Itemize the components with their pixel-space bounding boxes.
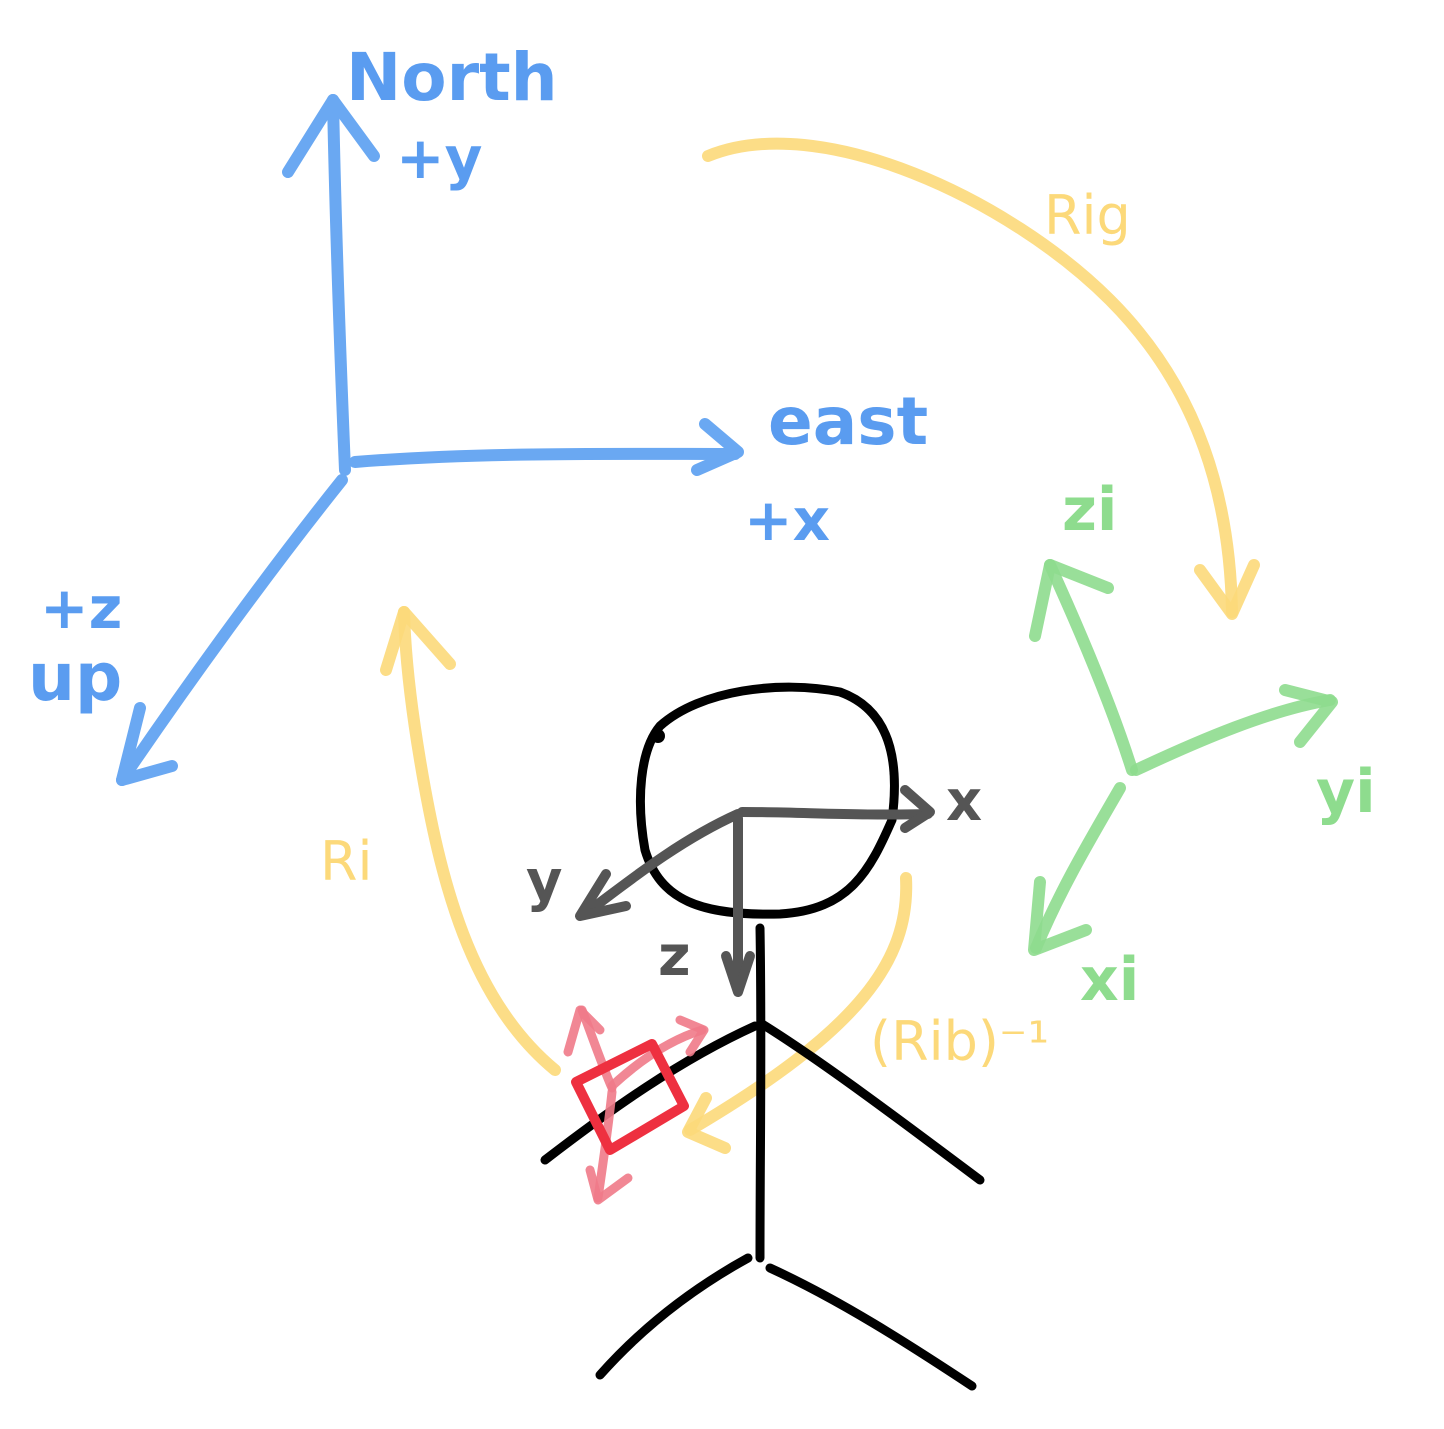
body-z-arrowhead (721, 951, 755, 997)
imu-y-axis (1130, 694, 1336, 776)
imu-z-axis (1044, 559, 1138, 776)
rib-inverse-rotation-arrow (684, 872, 913, 1136)
imu-z-label: zi (1062, 475, 1118, 545)
right-arm (540, 1021, 760, 1165)
sensor-down-arrowhead (585, 1165, 633, 1205)
body-x-arrowhead (900, 785, 935, 833)
rotation-arrows: Rig Ri (Rib)⁻¹ (320, 137, 1260, 1154)
stick-figure (540, 682, 985, 1391)
sensor-right-arrowhead (675, 1015, 709, 1057)
rig-label: Rig (1044, 184, 1131, 247)
north-label: North (346, 39, 558, 116)
body-x-axis (737, 807, 933, 820)
body-y-axis (580, 809, 743, 919)
left-leg (765, 1263, 977, 1391)
north-y-label: +y (396, 124, 482, 192)
rig-arrowhead (1194, 559, 1260, 620)
sensor-up-arrowhead (563, 1005, 605, 1057)
up-axis (116, 474, 348, 786)
body-z-label: z (658, 924, 691, 989)
body-x-label: x (946, 769, 982, 834)
east-axis (349, 447, 741, 468)
imu-x-label: xi (1080, 945, 1139, 1015)
right-leg (595, 1253, 753, 1380)
body-y-arrowhead (575, 869, 631, 921)
ri-rotation-arrow (398, 606, 561, 1076)
imu-frame: zi yi xi (1028, 475, 1376, 1015)
body-y-label: y (526, 849, 563, 914)
east-label: east (768, 383, 928, 460)
east-x-label: +x (744, 486, 830, 554)
up-z-label: +z (40, 574, 122, 642)
rib-inverse-arrowhead (682, 1092, 731, 1154)
up-label: up (28, 639, 122, 716)
north-axis (327, 94, 351, 476)
imu-x-arrowhead (1028, 876, 1092, 956)
imu-z-arrowhead (1029, 559, 1114, 642)
imu-x-axis (1030, 782, 1126, 954)
east-arrowhead (691, 418, 744, 476)
imu-y-label: yi (1316, 757, 1376, 827)
head-mark (651, 729, 665, 743)
ri-label: Ri (320, 830, 373, 893)
imu-y-arrowhead (1279, 684, 1338, 748)
body-frame: x y z (526, 769, 982, 997)
imu-sensor (563, 1005, 709, 1205)
head (635, 682, 899, 919)
global-frame: North +y east +x +z up (28, 39, 928, 786)
ri-arrowhead (380, 606, 456, 676)
rig-rotation-arrow (702, 137, 1238, 618)
left-arm (757, 1019, 985, 1185)
sensor-box (571, 1039, 689, 1155)
torso (755, 923, 766, 1263)
up-arrowhead (116, 702, 178, 786)
rib-inverse-label: (Rib)⁻¹ (870, 1010, 1049, 1073)
north-arrowhead (282, 94, 380, 178)
